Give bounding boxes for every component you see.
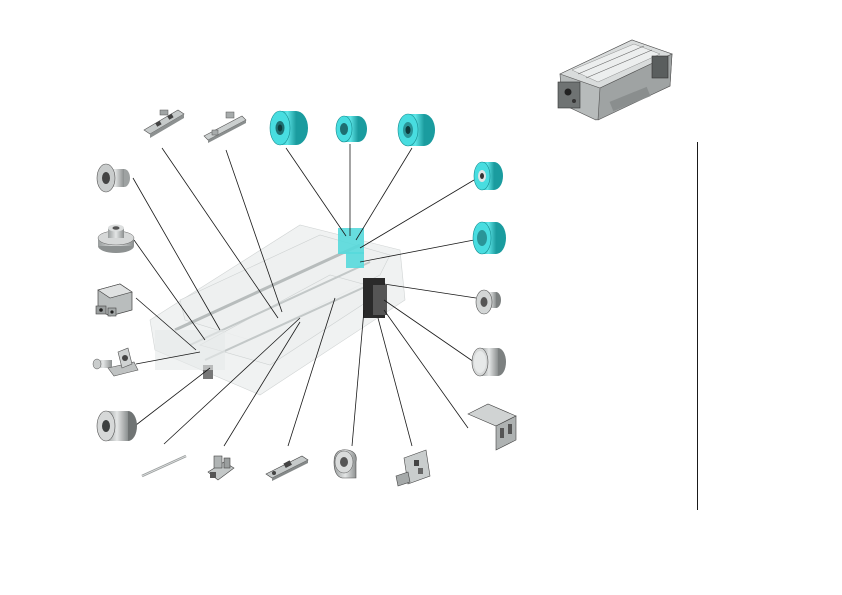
leader-line [161,147,279,319]
leader-line [135,297,197,351]
lever-clip-icon [207,455,235,481]
leader-line [135,351,201,365]
leader-line [383,299,475,363]
leader-line [225,149,283,313]
gear-hub-icon [97,224,135,253]
cyan-roller-icon [397,113,435,147]
collar-bushing-icon [475,289,501,315]
cyan-roller-small-icon [269,110,308,146]
side-plate-icon [395,449,431,487]
cyan-roller-round-icon [472,221,506,255]
leader-line [383,283,477,299]
leader-line [285,147,347,237]
guide-strip-icon [143,109,185,138]
leader-line [135,367,211,426]
roller-cylinder-icon [96,410,137,442]
leader-line [383,309,469,429]
leader-line [223,321,301,447]
bracket-clip-icon [95,283,133,317]
pin-rod-icon [141,454,187,478]
cam-roller-icon [333,449,357,479]
leader-line [377,317,413,447]
leader-lines [132,144,477,447]
mounting-bracket-icon [467,403,517,451]
shaft-mount-icon [92,347,139,377]
leader-line [163,317,301,445]
guide-rail-icon [203,111,247,143]
flanged-bushing-icon [96,163,130,193]
cyan-roller-flanged-icon [473,161,503,191]
main-assembly-ghost [149,224,406,396]
sensor-bar-icon [265,455,309,481]
leader-line [351,309,365,447]
fuser-unit-assembly-icon [552,26,678,132]
leader-line [287,297,336,447]
leader-line [132,177,221,331]
cyan-roller-large-icon [335,115,367,143]
leader-line [133,239,206,341]
leader-line [355,147,413,241]
sleeve-bushing-icon [471,347,506,377]
leader-line [359,239,475,263]
leader-line [359,179,475,249]
